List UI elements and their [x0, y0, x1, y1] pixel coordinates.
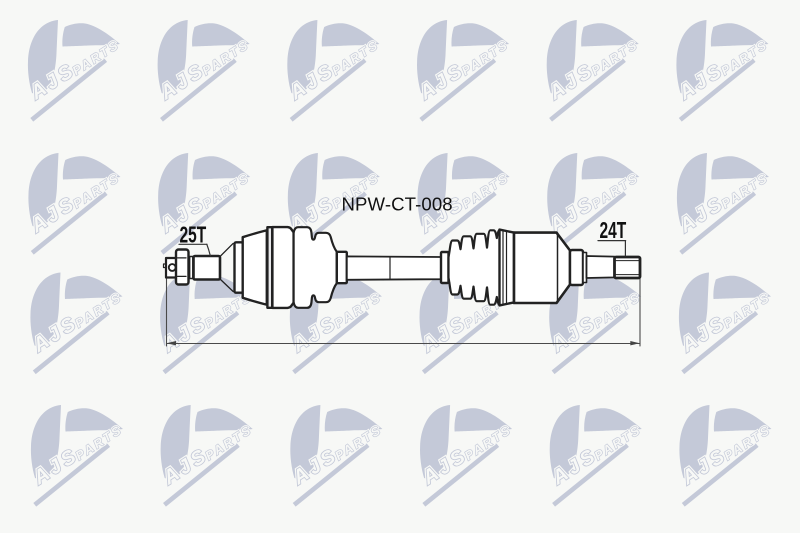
- svg-text:24T: 24T: [600, 218, 627, 244]
- svg-text:25T: 25T: [180, 222, 207, 248]
- svg-text:NPW-CT-008: NPW-CT-008: [342, 194, 453, 215]
